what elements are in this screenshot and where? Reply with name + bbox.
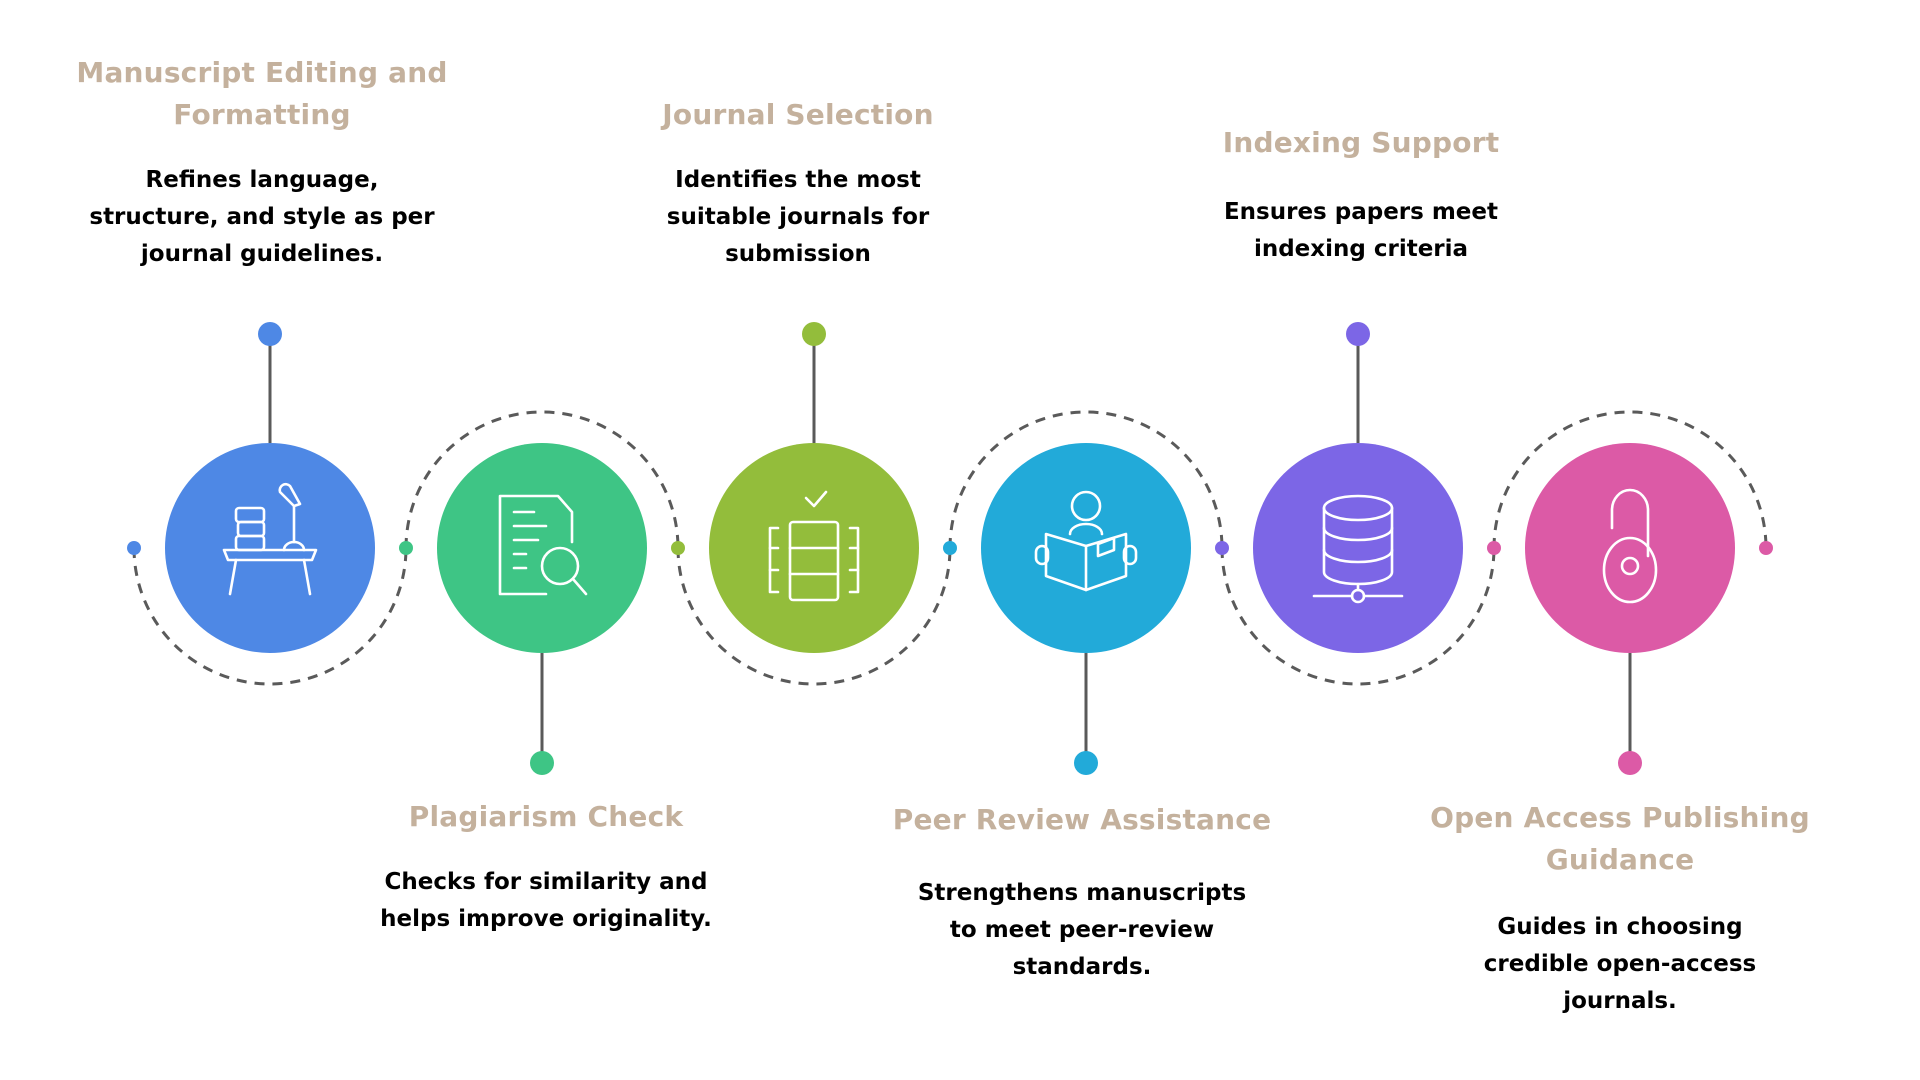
step-2-circle [437, 443, 647, 653]
step-2-label: Plagiarism Check Checks for similarity a… [326, 796, 766, 938]
connector-dot [127, 541, 141, 555]
step-6-circle [1525, 443, 1735, 653]
database-network-icon [1312, 494, 1404, 604]
person-reading-icon [1034, 490, 1138, 592]
dashed-connector-arc [1492, 410, 1768, 549]
dashed-connector-arc [132, 547, 408, 686]
stem-end-dot [530, 751, 554, 775]
desk-lamp-books-icon [222, 482, 318, 596]
step-title: Peer Review Assistance [892, 803, 1272, 836]
open-lock-icon [1602, 488, 1658, 604]
step-title: Plagiarism Check [408, 800, 684, 833]
step-description: Refines language,structure, and style as… [89, 167, 435, 267]
dashed-connector-arc [948, 410, 1224, 549]
connector-dot [1215, 541, 1229, 555]
document-search-icon [498, 494, 588, 596]
connector-dot [943, 541, 957, 555]
stem-end-dot [1074, 751, 1098, 775]
connector-dot [1487, 541, 1501, 555]
dashed-connector-arc [1220, 547, 1496, 686]
connector-dot [671, 541, 685, 555]
dashed-connector-arc [676, 547, 952, 686]
step-5-circle [1253, 443, 1463, 653]
stem-end-dot [1346, 322, 1370, 346]
journal-stack-check-icon [768, 490, 860, 602]
connector-dot-end [1759, 541, 1773, 555]
connector-dot [399, 541, 413, 555]
step-title: Journal Selection [662, 98, 934, 131]
dashed-connector-arc [404, 410, 680, 549]
stem-end-dot [802, 322, 826, 346]
step-title: Indexing Support [1222, 126, 1500, 159]
stem-end-dot [1618, 751, 1642, 775]
step-1-circle [165, 443, 375, 653]
stem-end-dot [258, 322, 282, 346]
step-4-label: Peer Review Assistance Strengthens manus… [862, 799, 1302, 986]
